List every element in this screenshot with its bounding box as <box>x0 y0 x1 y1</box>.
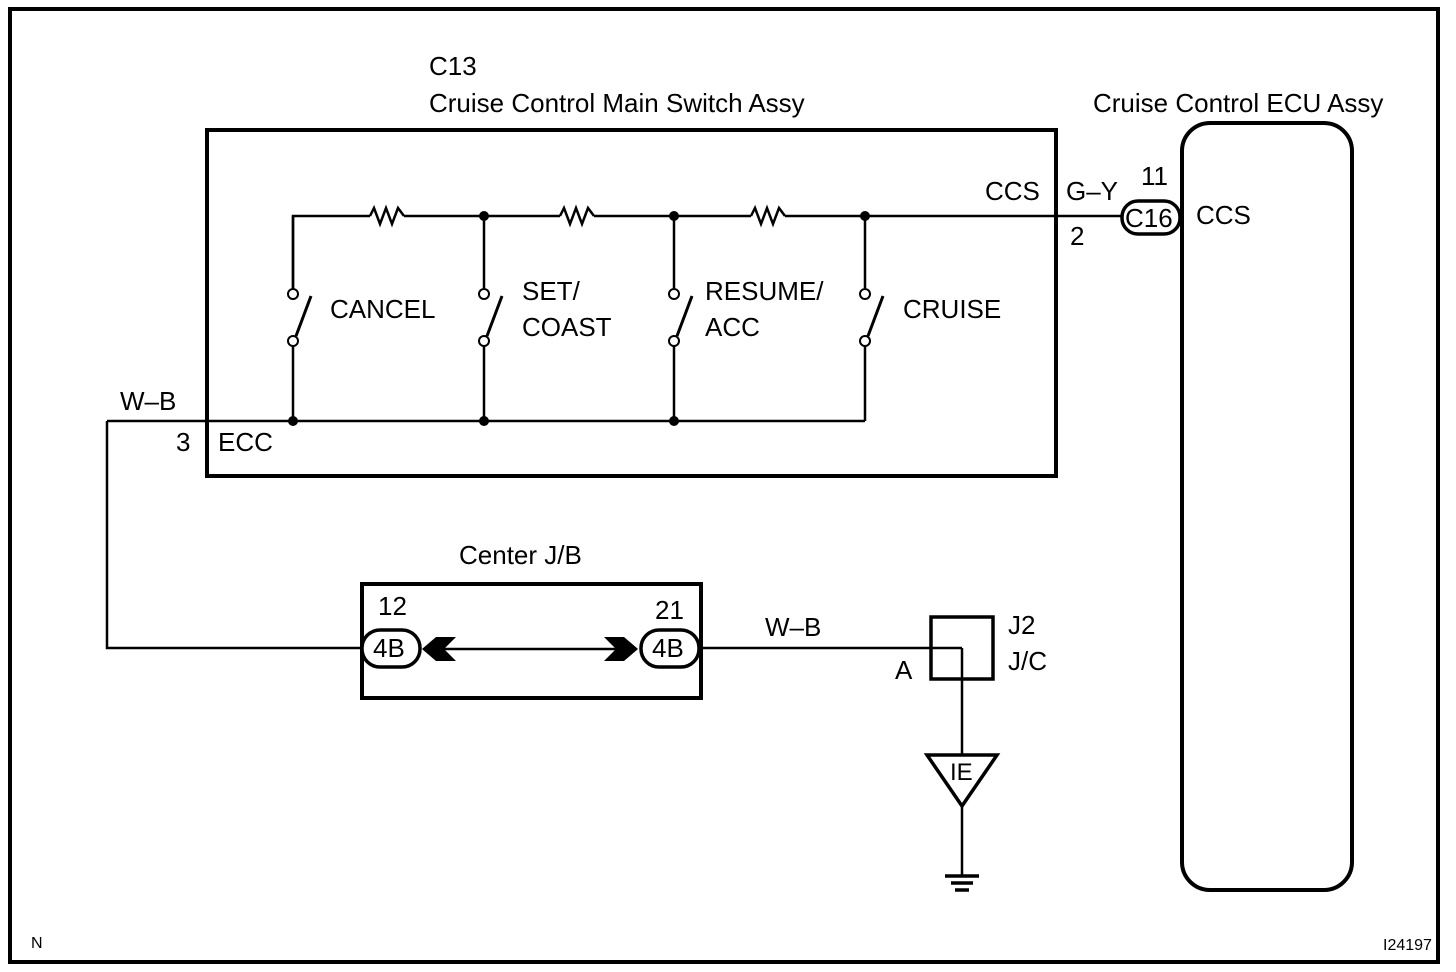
footer-code: N <box>31 935 43 952</box>
terminal-name-ccs: CCS <box>1196 200 1251 230</box>
junction-dot <box>288 416 298 426</box>
diagram-frame <box>8 7 1440 964</box>
ground-point-id: IE <box>950 759 973 786</box>
terminal-name-ccs: CCS <box>985 176 1040 206</box>
resistor-icon <box>368 204 405 228</box>
switch-contact <box>287 335 299 347</box>
resistor-icon <box>558 204 595 228</box>
connector-id: 4B <box>652 633 684 663</box>
switch-label: CRUISE <box>903 294 1001 324</box>
connector-id: C16 <box>1125 203 1173 233</box>
switch-label: CANCEL <box>330 294 435 324</box>
junction-dot <box>479 416 489 426</box>
junction-connector-id: J2 <box>1008 610 1035 640</box>
switch-label: SET/ <box>522 276 581 306</box>
arrow-left-icon <box>422 637 456 661</box>
pin-number: 21 <box>655 595 684 625</box>
connector-c16 <box>1120 199 1182 236</box>
pin-number: 3 <box>176 427 190 457</box>
switch-label: ACC <box>705 312 760 342</box>
switch-cancel: CANCEL <box>287 216 435 421</box>
switch-contact <box>478 288 490 300</box>
switch-resume-acc: RESUME/ ACC <box>668 216 824 421</box>
switch-contact <box>478 335 490 347</box>
switch-blade-icon <box>675 295 694 337</box>
switch-label: COAST <box>522 312 612 342</box>
switch-set-coast: SET/ COAST <box>478 216 612 421</box>
pin-letter: A <box>895 655 913 685</box>
wire-color-label: W–B <box>120 386 176 416</box>
figure-id: I24197 <box>1383 937 1432 954</box>
main-switch-connector-id: C13 <box>429 51 477 81</box>
junction-dot <box>669 416 679 426</box>
resistor-icon <box>749 204 786 228</box>
wire-color-label: G–Y <box>1066 176 1118 206</box>
switch-label: RESUME/ <box>705 276 824 306</box>
switch-contact <box>859 288 871 300</box>
ecu-title: Cruise Control ECU Assy <box>1093 88 1383 118</box>
switch-contact <box>668 335 680 347</box>
junction-block-title: Center J/B <box>459 540 582 570</box>
wire-segment <box>105 421 362 650</box>
junction-connector-type: J/C <box>1008 646 1047 676</box>
connector-4b-right <box>639 628 701 669</box>
switch-blade-icon <box>866 295 885 337</box>
wire-color-label: W–B <box>765 612 821 642</box>
pin-number: 11 <box>1141 161 1168 191</box>
main-switch-title: Cruise Control Main Switch Assy <box>429 88 805 118</box>
switch-blade-icon <box>294 295 313 337</box>
main-switch-box <box>205 128 1058 478</box>
ground-point-icon <box>923 753 1001 810</box>
connector-4b-left <box>360 628 422 669</box>
switch-contact <box>287 288 299 300</box>
switch-blade-icon <box>485 295 504 337</box>
pin-number: 2 <box>1070 221 1084 251</box>
switch-contact <box>859 335 871 347</box>
terminal-name-ecc: ECC <box>218 427 273 457</box>
switch-contact <box>668 288 680 300</box>
pin-number: 12 <box>378 591 407 621</box>
connector-id: 4B <box>373 633 405 663</box>
wire-segment <box>291 214 370 300</box>
ground-icon <box>945 874 979 892</box>
switch-cruise: CRUISE <box>859 216 1001 421</box>
ecu-box <box>1180 121 1354 892</box>
arrow-right-icon <box>604 637 638 661</box>
